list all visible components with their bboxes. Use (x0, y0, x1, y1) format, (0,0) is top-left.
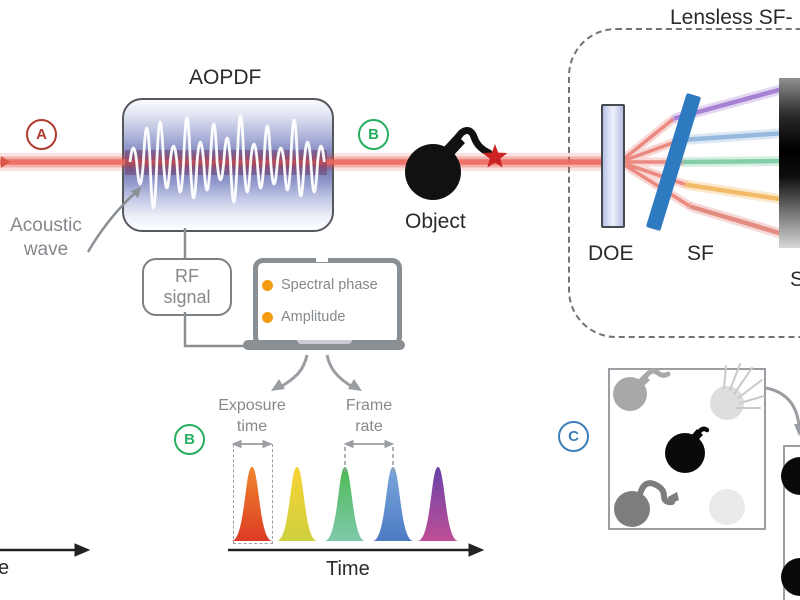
frame1-bomb-black (665, 426, 710, 473)
orange-bullet-icon (262, 279, 273, 291)
exposure-label-line1: Exposure (218, 397, 286, 414)
marker-b2-letter: B (184, 431, 195, 448)
beam-start-arrowhead (1, 156, 10, 168)
doe-label: DOE (588, 242, 634, 265)
marker-b-badge: B (358, 119, 389, 150)
left-axis-label-partial: e (0, 557, 10, 579)
frame1-bomb-exploding (710, 363, 765, 420)
acoustic-wave-label-line1: Acoustic (10, 215, 82, 236)
spark-star-icon (482, 144, 508, 168)
rf-signal-label: RF signal (163, 266, 210, 308)
pulse-3 (325, 467, 365, 541)
colored-fan-beams (671, 83, 791, 240)
frame2-bomb-2 (781, 558, 800, 596)
laptop-base-notch (297, 340, 352, 344)
laptop-output-arrows (271, 354, 362, 391)
doe-element (601, 104, 625, 228)
monitor-row-amplitude: Amplitude (262, 309, 345, 325)
time-axis-label: Time (326, 558, 370, 580)
sf-label: SF (687, 242, 714, 265)
orange-bullet-icon (262, 311, 273, 323)
frame2-bomb-1 (781, 457, 800, 495)
exposure-label-line2: time (236, 418, 268, 435)
laptop-screen-notch (316, 255, 328, 262)
frame1-bomb-faint (709, 489, 745, 525)
amplitude-label: Amplitude (281, 309, 346, 325)
marker-a-badge: A (26, 119, 57, 150)
rf-label-line1: RF (175, 266, 199, 286)
aopdf-beam-band (125, 150, 327, 175)
laser-beam (0, 153, 603, 171)
left-axis-partial (0, 543, 91, 557)
spectral-phase-label: Spectral phase (281, 277, 378, 293)
object-label: Object (405, 210, 466, 233)
marker-a-letter: A (36, 126, 47, 143)
marker-c-badge: C (558, 421, 589, 452)
marker-c-letter: C (568, 428, 579, 445)
frame-label-line2: rate (355, 418, 383, 435)
sensor-element (779, 78, 800, 248)
frame1-bomb-gray (613, 368, 671, 411)
marker-b2-badge: B (174, 424, 205, 455)
rf-wires (183, 228, 244, 348)
sensor-label-partial: S (790, 268, 800, 291)
exposure-time-label: Exposure time (207, 395, 297, 437)
pulse-5 (418, 467, 458, 541)
rf-signal-box: RF signal (142, 258, 232, 316)
acoustic-waveform (128, 114, 326, 210)
acoustic-wave-label: Acoustic wave (0, 214, 92, 262)
lensless-dashed-region (568, 28, 800, 338)
bomb-icon (405, 127, 493, 200)
pulse-4 (373, 467, 413, 541)
pulse-1 (232, 467, 272, 541)
pulse-2 (277, 467, 317, 541)
time-axis (228, 543, 485, 557)
acoustic-wave-label-line2: wave (23, 239, 69, 260)
marker-b-letter: B (368, 126, 379, 143)
exposure-arrow (231, 439, 273, 449)
pulse-train (232, 467, 458, 541)
frame-label-line1: Frame (345, 397, 393, 414)
acoustic-pointer-arrow (86, 187, 141, 253)
red-fan-beams (615, 115, 693, 210)
laptop-base (243, 340, 405, 350)
lensless-region-title: Lensless SF- (670, 6, 793, 29)
aopdf-title: AOPDF (189, 66, 262, 89)
frame-rate-label: Frame rate (324, 395, 414, 437)
frame-rate-marks (343, 439, 395, 472)
frame-transition-arrow (765, 386, 800, 436)
frame1-bomb-darkgray (614, 480, 679, 527)
monitor-row-spectral-phase: Spectral phase (262, 277, 378, 293)
rf-label-line2: signal (163, 287, 211, 307)
